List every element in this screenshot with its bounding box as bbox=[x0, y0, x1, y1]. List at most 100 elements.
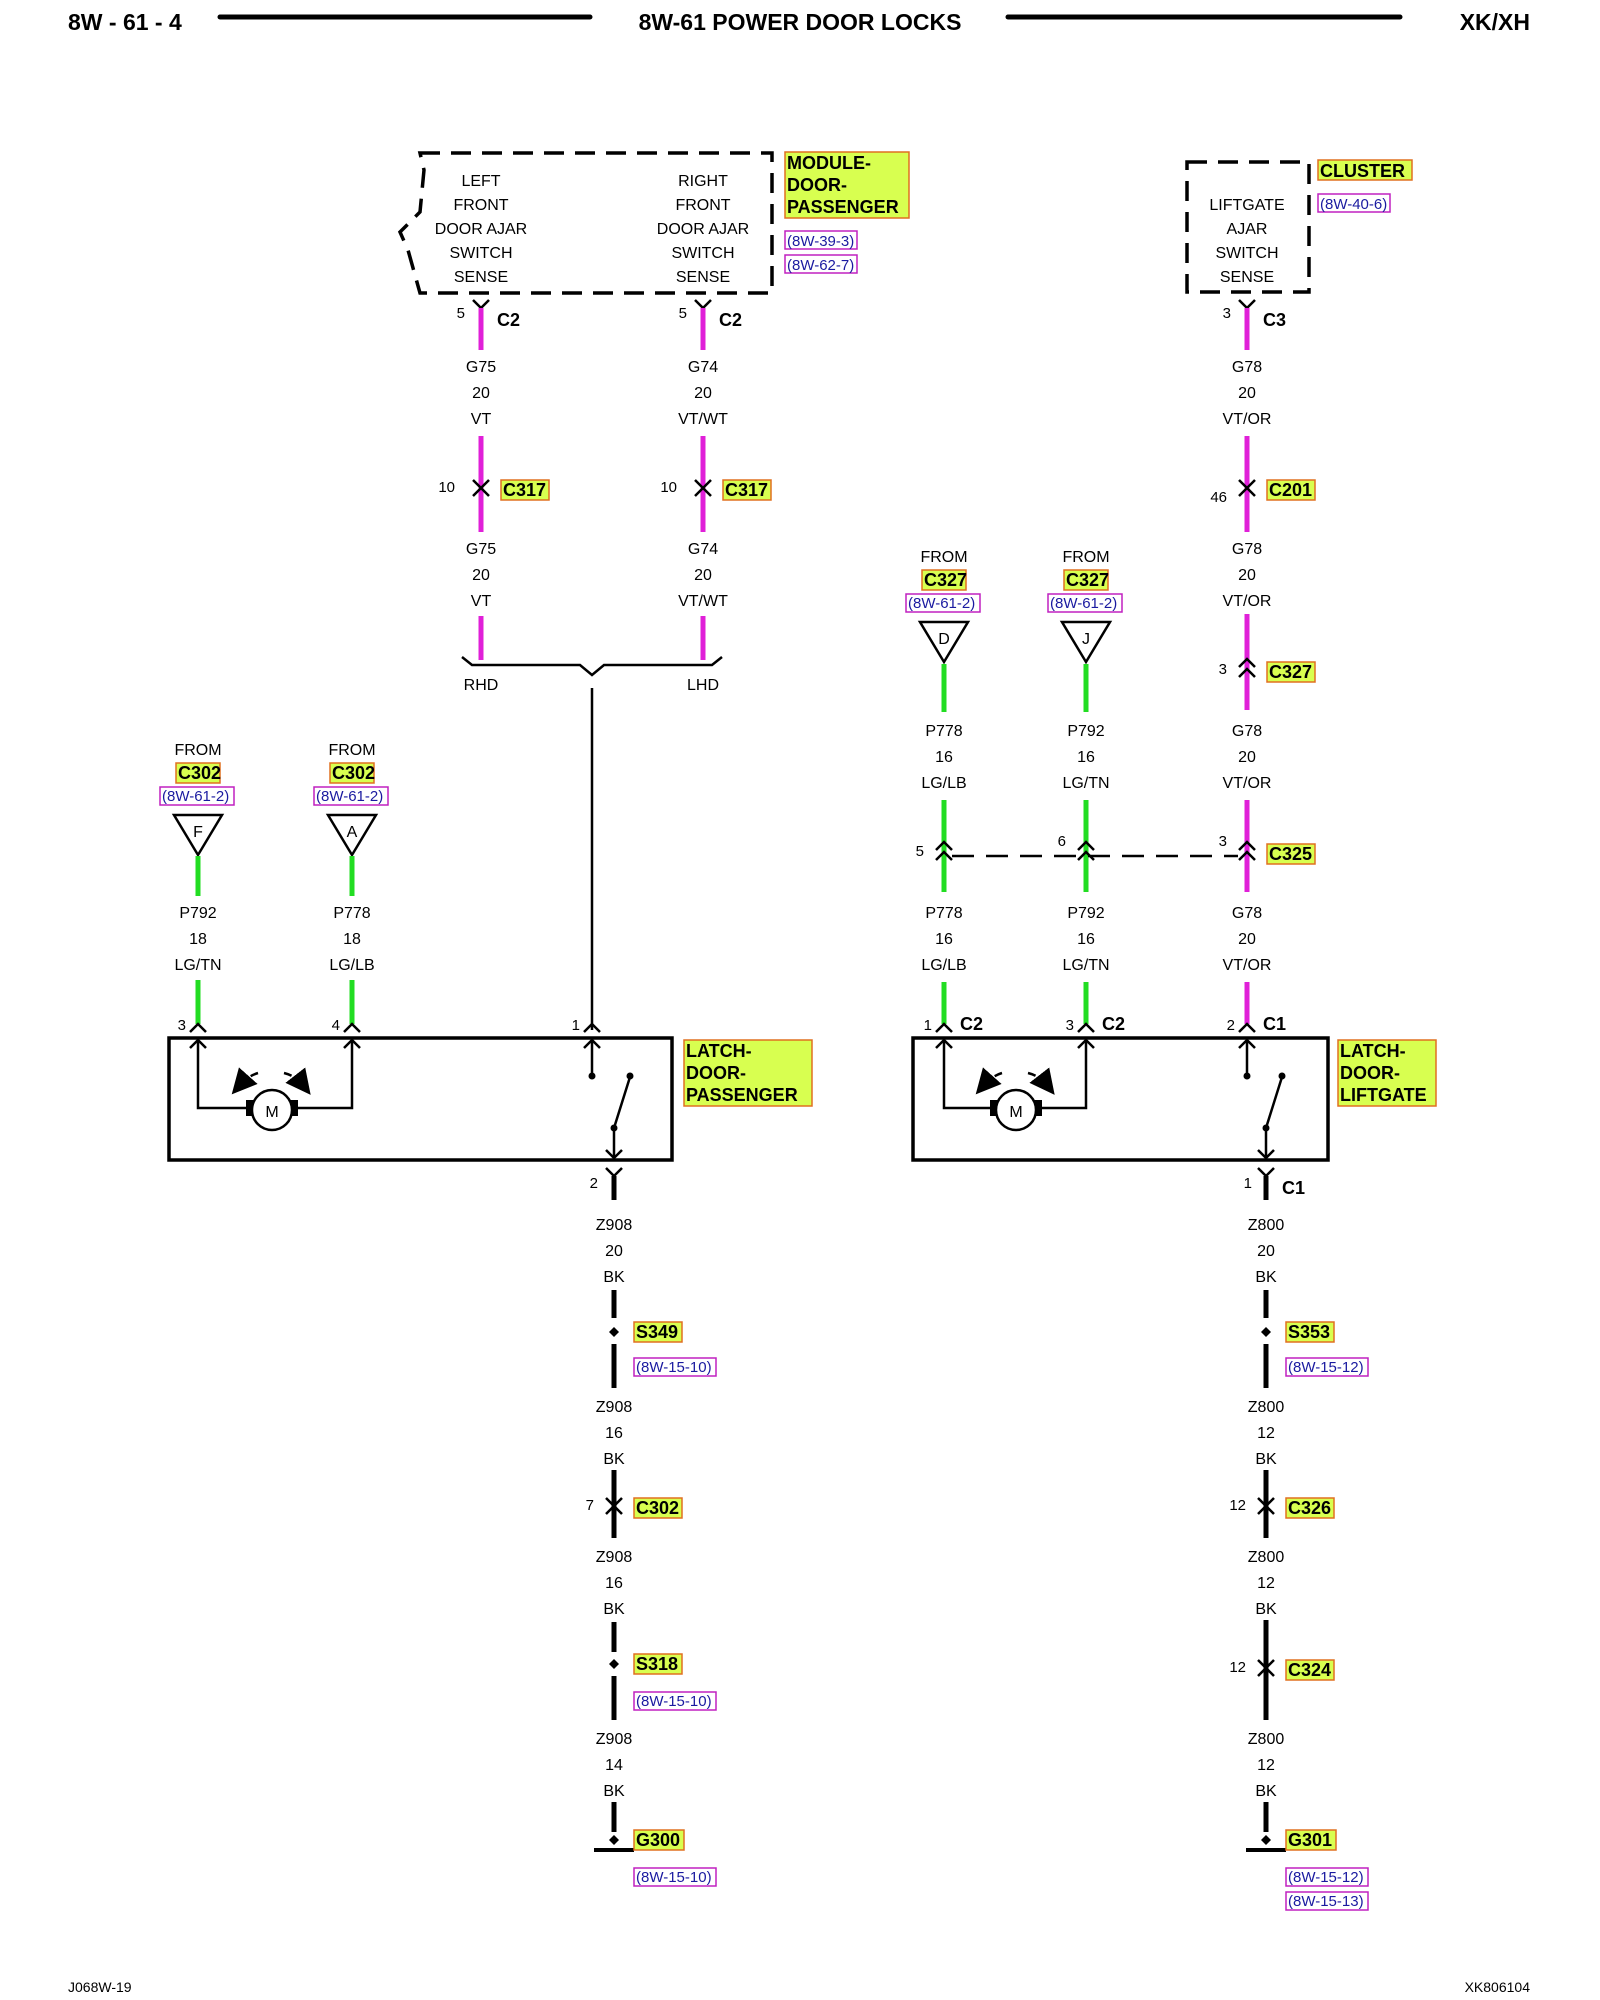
g78-latch-connector[interactable]: C1 bbox=[1263, 1014, 1286, 1034]
latch-passenger-name-1[interactable]: LATCH- bbox=[686, 1041, 752, 1061]
z908-s349-splice[interactable]: S349 bbox=[636, 1322, 678, 1342]
z800-g301-ground-label[interactable]: G301 bbox=[1288, 1830, 1332, 1850]
z800-seg1-color: BK bbox=[1255, 1269, 1277, 1286]
z908-c302-pin: 7 bbox=[586, 1497, 594, 1514]
footer-left-code: J068W-19 bbox=[68, 1979, 132, 1995]
g75-c2-pin: 5 bbox=[457, 305, 465, 322]
g78-c325-connector[interactable]: C325 bbox=[1269, 844, 1312, 864]
module-name-3[interactable]: PASSENGER bbox=[787, 197, 899, 217]
g78-c201-connector[interactable]: C201 bbox=[1269, 480, 1312, 500]
liftgate-p792-from-ref-box bbox=[1047, 593, 1123, 613]
latch-liftgate-outline bbox=[911, 1036, 1330, 1162]
z800-latch-connector[interactable]: C1 bbox=[1282, 1178, 1305, 1198]
g74-seg1-color: VT/WT bbox=[678, 411, 728, 428]
right-func-1: RIGHT bbox=[678, 173, 728, 190]
cluster-func-3: SWITCH bbox=[1215, 245, 1278, 262]
z908-seg1-color: BK bbox=[603, 1269, 625, 1286]
latch-passenger-switch bbox=[583, 1038, 632, 1160]
passenger-p778-latch-pin: 4 bbox=[332, 1017, 340, 1034]
z908-c302-connector[interactable]: C302 bbox=[636, 1498, 679, 1518]
passenger-p778-gauge: 18 bbox=[343, 931, 361, 948]
latch-liftgate-name-3[interactable]: LIFTGATE bbox=[1340, 1085, 1427, 1105]
z908-g300-ref[interactable]: (8W-15-10) bbox=[636, 1869, 712, 1886]
liftgate-p792-latch-pin: 3 bbox=[1066, 1017, 1074, 1034]
liftgate-p778-c325-icon bbox=[935, 840, 953, 861]
z800-s353-ref[interactable]: (8W-15-12) bbox=[1288, 1359, 1364, 1376]
passenger-p778-from-connector[interactable]: C302 bbox=[332, 763, 375, 783]
z800-g301-ground-label-highlight bbox=[1285, 1829, 1337, 1851]
latch-liftgate-name-1[interactable]: LATCH- bbox=[1340, 1041, 1406, 1061]
liftgate-p792-from-ref[interactable]: (8W-61-2) bbox=[1050, 595, 1117, 612]
g75-seg1-color: VT bbox=[471, 411, 492, 428]
z800-c326-connector-icon bbox=[1257, 1497, 1275, 1515]
latch-door-liftgate: M LATCH- DOOR- LIFTGATE bbox=[911, 1036, 1437, 1162]
switch-contact bbox=[588, 1072, 596, 1080]
latch-passenger-name-3[interactable]: PASSENGER bbox=[686, 1085, 798, 1105]
g78-c3-connector[interactable]: C3 bbox=[1263, 310, 1286, 330]
z800-g301-ref-1[interactable]: (8W-15-12) bbox=[1288, 1869, 1364, 1886]
cluster-func-4: SENSE bbox=[1220, 269, 1274, 286]
module-ref-2-box bbox=[784, 254, 858, 274]
module-name-2[interactable]: DOOR- bbox=[787, 175, 847, 195]
z800-s353-splice[interactable]: S353 bbox=[1288, 1322, 1330, 1342]
module-ref-1[interactable]: (8W-39-3) bbox=[787, 233, 854, 250]
g78-c201-connector-highlight bbox=[1266, 479, 1316, 501]
g75-c2-connector[interactable]: C2 bbox=[497, 310, 520, 330]
z800-s353-splice-highlight bbox=[1285, 1321, 1335, 1343]
g75-c317-connector[interactable]: C317 bbox=[503, 480, 546, 500]
passenger-p792-circuit: P792 bbox=[179, 905, 216, 922]
passenger-p778-circuit: P778 bbox=[333, 905, 370, 922]
cluster-name-highlight bbox=[1317, 159, 1413, 181]
z908-g300-ground-label[interactable]: G300 bbox=[636, 1830, 680, 1850]
cluster-name[interactable]: CLUSTER bbox=[1320, 161, 1405, 181]
latch-liftgate-motor-wiring bbox=[942, 1040, 1088, 1110]
g74-c317-connector[interactable]: C317 bbox=[725, 480, 768, 500]
liftgate-p778-from-connector[interactable]: C327 bbox=[924, 570, 967, 590]
cluster-ref-box bbox=[1317, 193, 1391, 213]
z908-s318-ref-box bbox=[633, 1691, 717, 1711]
z908-g300-ground-label-highlight bbox=[633, 1829, 685, 1851]
latch-liftgate-switch bbox=[1238, 1038, 1284, 1160]
cluster-ref[interactable]: (8W-40-6) bbox=[1320, 196, 1387, 213]
z908-seg2-circuit: Z908 bbox=[596, 1399, 633, 1416]
g78-seg4-color: VT/OR bbox=[1223, 957, 1272, 974]
passenger-p792-from-connector[interactable]: C302 bbox=[178, 763, 221, 783]
passenger-p778-from-ref[interactable]: (8W-61-2) bbox=[316, 788, 383, 805]
z908-s318-splice[interactable]: S318 bbox=[636, 1654, 678, 1674]
z800-latch-pin: 1 bbox=[1244, 1175, 1252, 1192]
cluster-func-1: LIFTGATE bbox=[1209, 197, 1284, 214]
left-func-5: SENSE bbox=[454, 269, 508, 286]
liftgate-p778-from-ref[interactable]: (8W-61-2) bbox=[908, 595, 975, 612]
latch-passenger-motor-wiring bbox=[196, 1040, 354, 1110]
g74-seg1-gauge: 20 bbox=[694, 385, 712, 402]
latch-passenger-name-2[interactable]: DOOR- bbox=[686, 1063, 746, 1083]
g75-c317-pin: 10 bbox=[438, 479, 455, 496]
switch-tip bbox=[626, 1072, 634, 1080]
latch-liftgate-name-2[interactable]: DOOR- bbox=[1340, 1063, 1400, 1083]
z908-s349-ref-box bbox=[633, 1357, 717, 1377]
g74-c2-pin: 5 bbox=[679, 305, 687, 322]
g78-seg1-color: VT/OR bbox=[1223, 411, 1272, 428]
z800-g301-ref-2[interactable]: (8W-15-13) bbox=[1288, 1893, 1364, 1910]
z908-s318-ref[interactable]: (8W-15-10) bbox=[636, 1693, 712, 1710]
z908-g300-ground-node bbox=[609, 1835, 619, 1845]
wires bbox=[171, 299, 1286, 1852]
g78-c327-connector[interactable]: C327 bbox=[1269, 662, 1312, 682]
liftgate-p792-from-connector[interactable]: C327 bbox=[1066, 570, 1109, 590]
z800-c326-connector[interactable]: C326 bbox=[1288, 1498, 1331, 1518]
liftgate-p792-latch-connector[interactable]: C2 bbox=[1102, 1014, 1125, 1034]
latch-passenger-outline bbox=[167, 1036, 674, 1162]
liftgate-p792-seg2-color: LG/TN bbox=[1062, 957, 1109, 974]
module-ref-2[interactable]: (8W-62-7) bbox=[787, 257, 854, 274]
z800-c324-connector[interactable]: C324 bbox=[1288, 1660, 1331, 1680]
liftgate-p792-c325-icon bbox=[1077, 840, 1095, 861]
branch-rhd: RHD bbox=[464, 677, 499, 694]
passenger-p792-from-ref[interactable]: (8W-61-2) bbox=[162, 788, 229, 805]
z908-s349-ref[interactable]: (8W-15-10) bbox=[636, 1359, 712, 1376]
g74-c2-connector[interactable]: C2 bbox=[719, 310, 742, 330]
passenger-p778-color: LG/LB bbox=[329, 957, 374, 974]
liftgate-p778-latch-connector[interactable]: C2 bbox=[960, 1014, 983, 1034]
page-title: 8W-61 POWER DOOR LOCKS bbox=[639, 9, 962, 35]
g78-c201-pin: 46 bbox=[1210, 489, 1227, 506]
module-name-1[interactable]: MODULE- bbox=[787, 153, 871, 173]
